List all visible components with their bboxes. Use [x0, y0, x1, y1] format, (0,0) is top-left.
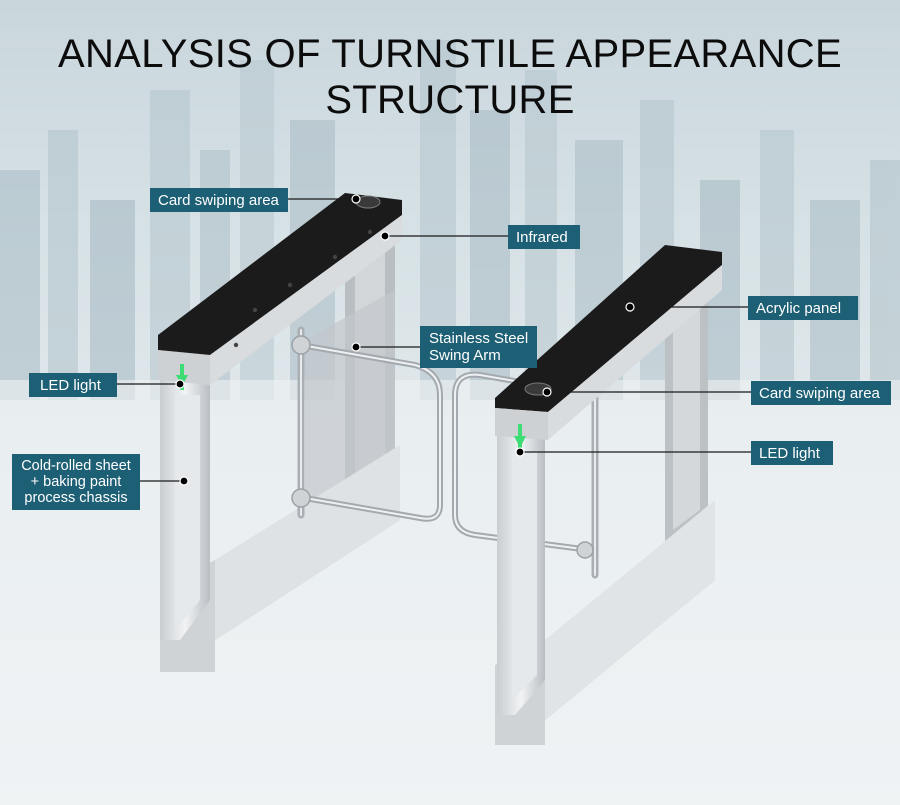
label-infrared: Infrared [508, 225, 580, 249]
callout-leaders [117, 194, 751, 486]
label-stainless-steel-swing-arm: Stainless Steel Swing Arm [420, 326, 537, 368]
label-chassis: Cold-rolled sheet + baking paint process… [12, 454, 140, 510]
label-chassis-line-3: process chassis [24, 490, 128, 506]
label-stainless-steel-swing-arm-line-2: Swing Arm [429, 347, 501, 364]
page-title-line-2: STRUCTURE [325, 78, 575, 122]
label-chassis-line-1: Cold-rolled sheet [21, 458, 131, 474]
label-chassis-line-2: + baking paint [30, 474, 122, 490]
label-acrylic-panel: Acrylic panel [748, 296, 858, 320]
label-led-light-right: LED light [751, 441, 833, 465]
label-led-light-left: LED light [29, 373, 117, 397]
right-turnstile-unit [495, 245, 722, 745]
floor-haze [0, 380, 900, 805]
page-title-line-1: ANALYSIS OF TURNSTILE APPEARANCE [58, 32, 842, 76]
swing-arm-assembly [291, 326, 599, 579]
label-card-swiping-area-left: Card swiping area [150, 188, 288, 212]
label-stainless-steel-swing-arm-line-1: Stainless Steel [429, 330, 529, 347]
label-card-swiping-area-right: Card swiping area [751, 381, 891, 405]
